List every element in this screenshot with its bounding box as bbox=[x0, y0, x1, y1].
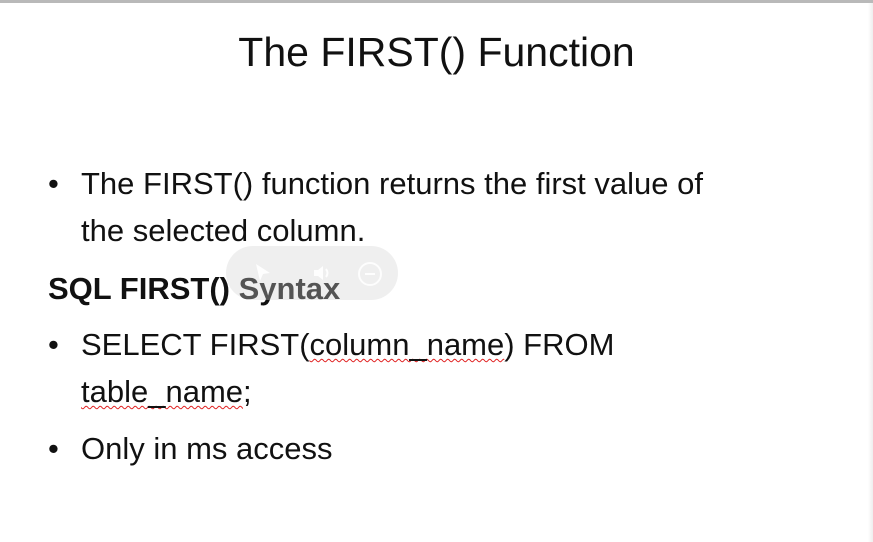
volume-icon[interactable] bbox=[310, 261, 334, 285]
bullet-text-line2: the selected column. bbox=[81, 213, 366, 248]
sql-statement-line2: table_name; bbox=[81, 368, 828, 415]
slide-title: The FIRST() Function bbox=[238, 29, 635, 75]
bullet-ms-access-note: • Only in ms access bbox=[48, 425, 828, 472]
bullet-text-ms-access: Only in ms access bbox=[81, 431, 333, 466]
sql-column-name: column_name bbox=[309, 327, 505, 362]
sql-select-keyword: SELECT FIRST( bbox=[81, 327, 310, 362]
player-control-overlay bbox=[226, 246, 398, 300]
bullet-first-description: • The FIRST() function returns the first… bbox=[48, 160, 828, 254]
sql-table-name: table_name bbox=[81, 374, 244, 409]
bullet-dot: • bbox=[48, 327, 59, 362]
window-top-border bbox=[0, 0, 873, 3]
zoom-out-icon[interactable] bbox=[358, 262, 382, 286]
sql-statement-line1: SELECT FIRST(column_name) FROM bbox=[81, 321, 828, 368]
bullet-dot: • bbox=[48, 431, 59, 466]
bullet-text-line1: The FIRST() function returns the first v… bbox=[81, 166, 703, 201]
window-right-edge bbox=[868, 3, 873, 542]
sql-semicolon: ; bbox=[243, 374, 252, 409]
syntax-heading: SQL FIRST() Syntax bbox=[48, 271, 341, 306]
pointer-icon[interactable] bbox=[252, 261, 276, 285]
bullet-syntax-statement: • SELECT FIRST(column_name) FROM table_n… bbox=[48, 321, 828, 415]
bullet-dot: • bbox=[48, 166, 59, 201]
sql-from-keyword: ) FROM bbox=[504, 327, 615, 362]
